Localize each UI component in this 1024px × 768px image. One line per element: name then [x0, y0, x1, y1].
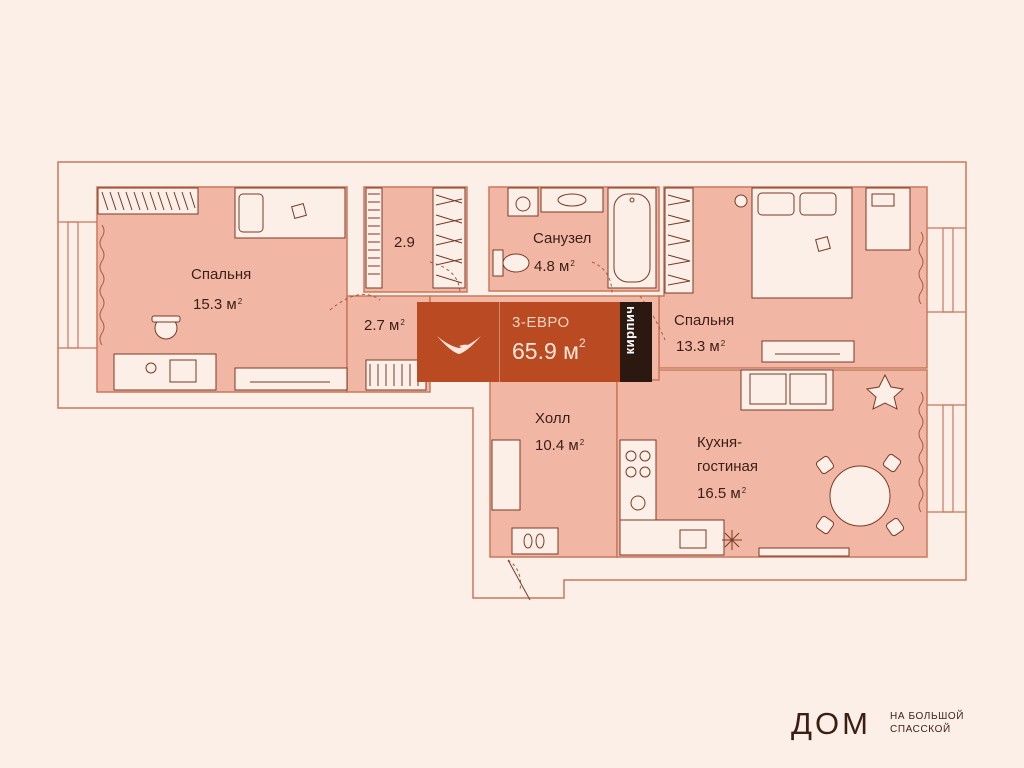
label-bathroom-area: 4.8 м2: [534, 258, 575, 275]
badge-main: [417, 302, 620, 382]
apartment-type: 3-ЕВРО: [512, 314, 570, 331]
bird-logo-icon: [437, 336, 481, 354]
label-kitchen-area: 16.5 м2: [697, 485, 747, 502]
bed-icon: [734, 187, 911, 363]
logo-subtitle-line2: СПАССКОЙ: [890, 724, 951, 735]
logo-subtitle-line1: НА БОЛЬШОЙ: [890, 711, 965, 722]
label-bathroom-name: Санузел: [533, 230, 592, 247]
apartment-area: 65.9 м2: [512, 336, 586, 364]
label-bedroom-right-area: 13.3 м2: [676, 338, 726, 355]
stove-icon: [619, 439, 725, 556]
label-bedroom-left-name: Спальня: [191, 266, 252, 283]
label-bedroom-left-area: 15.3 м2: [193, 296, 243, 313]
label-hall-area: 10.4 м2: [535, 437, 585, 454]
tv-icon: [234, 367, 348, 391]
bathtub-icon: [607, 187, 657, 289]
label-hall-name: Холл: [535, 410, 571, 427]
bed-icon: [234, 187, 346, 239]
logo-main: ДОМ: [791, 706, 871, 741]
label-kitchen-name-line1: Кухня-: [697, 434, 743, 451]
label-bedroom-right-name: Спальня: [674, 312, 735, 329]
armchair-icon: [151, 315, 181, 340]
apartment-badge: 3-ЕВРО 65.9 м2 кирпич: [417, 302, 652, 382]
window-right-bottom: [942, 404, 954, 513]
badge-separator: [499, 302, 500, 382]
label-kitchen-name-line2: гостиная: [697, 458, 758, 475]
sofa-icon: [740, 369, 834, 411]
shoes-icon: [511, 527, 559, 555]
label-closet-area: 2.9: [394, 234, 415, 251]
wardrobe-icon: [97, 187, 694, 391]
window-right-top: [942, 227, 954, 313]
dining-table-icon: [815, 453, 905, 537]
desk-icon: [113, 353, 217, 391]
snowflake-icon: [722, 530, 742, 550]
window-left: [67, 221, 79, 349]
tv-icon: [761, 340, 855, 363]
label-corridor-area: 2.7 м2: [364, 317, 405, 334]
toilet-icon: [492, 249, 530, 277]
badge-material-block: [620, 302, 652, 382]
building-material: кирпич: [622, 305, 637, 355]
